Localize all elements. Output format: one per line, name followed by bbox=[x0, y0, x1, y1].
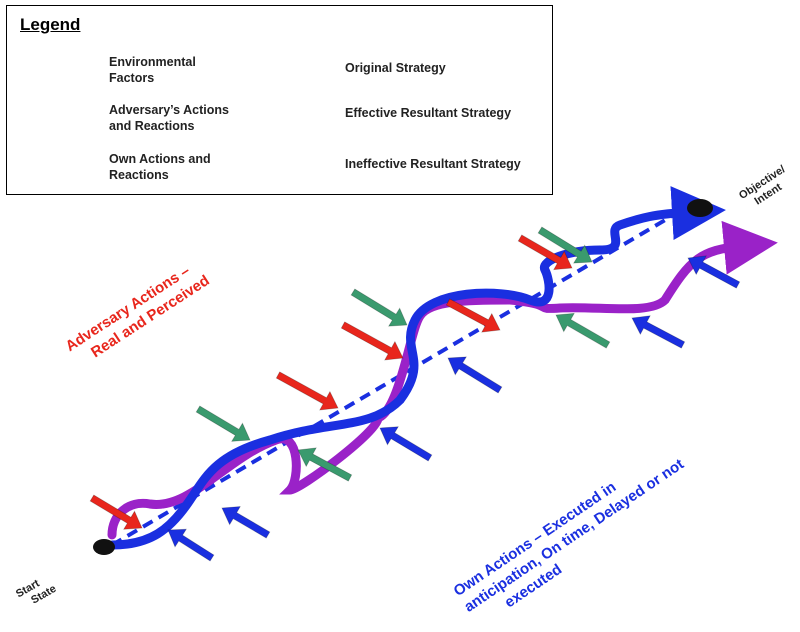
environmental-arrow bbox=[537, 226, 593, 264]
effective-strategy-path bbox=[107, 186, 726, 550]
ineffective-strategy-path bbox=[107, 220, 778, 540]
own-action-arrow bbox=[687, 255, 741, 289]
legend-label: Adversary’s Actions bbox=[109, 103, 229, 117]
legend-box: Legend Environmental Factors Adversary’s… bbox=[6, 5, 553, 195]
adversary-arrow bbox=[445, 298, 501, 333]
legend-title: Legend bbox=[20, 15, 81, 34]
environmental-arrow bbox=[555, 312, 611, 349]
strategy-diagram bbox=[13, 47, 778, 562]
adversary-arrow bbox=[89, 494, 143, 530]
adversary-arrow bbox=[340, 321, 404, 361]
legend-label: and Reactions bbox=[109, 119, 195, 133]
legend-label: Factors bbox=[109, 71, 155, 85]
own-action-arrow bbox=[221, 506, 271, 539]
legend-item-adversary: Adversary’s Actions and Reactions bbox=[109, 102, 229, 134]
adversary-arrow bbox=[517, 234, 573, 271]
legend-item-effective: Effective Resultant Strategy bbox=[345, 105, 511, 121]
own-action-arrow bbox=[447, 356, 503, 394]
own-action-arrow bbox=[379, 426, 433, 462]
legend-item-original: Original Strategy bbox=[345, 60, 446, 76]
environmental-arrow bbox=[195, 405, 251, 442]
start-node bbox=[93, 539, 115, 555]
legend-label: Original Strategy bbox=[345, 61, 446, 75]
legend-label: Reactions bbox=[109, 168, 169, 182]
original-strategy-line bbox=[110, 214, 674, 547]
environmental-arrow bbox=[297, 447, 353, 482]
legend-label: Ineffective Resultant Strategy bbox=[345, 157, 521, 171]
legend-label: Own Actions and bbox=[109, 152, 211, 166]
legend-label: Environmental bbox=[109, 55, 196, 69]
legend-item-environmental: Environmental Factors bbox=[109, 54, 196, 86]
adversary-arrow bbox=[275, 371, 339, 411]
own-action-arrow bbox=[167, 528, 215, 562]
objective-node bbox=[687, 199, 713, 217]
own-action-arrow bbox=[631, 315, 686, 349]
legend-label: Effective Resultant Strategy bbox=[345, 106, 512, 120]
legend-item-own: Own Actions and Reactions bbox=[109, 151, 211, 183]
legend-item-ineffective: Ineffective Resultant Strategy bbox=[345, 156, 521, 172]
environmental-arrow bbox=[350, 288, 408, 327]
